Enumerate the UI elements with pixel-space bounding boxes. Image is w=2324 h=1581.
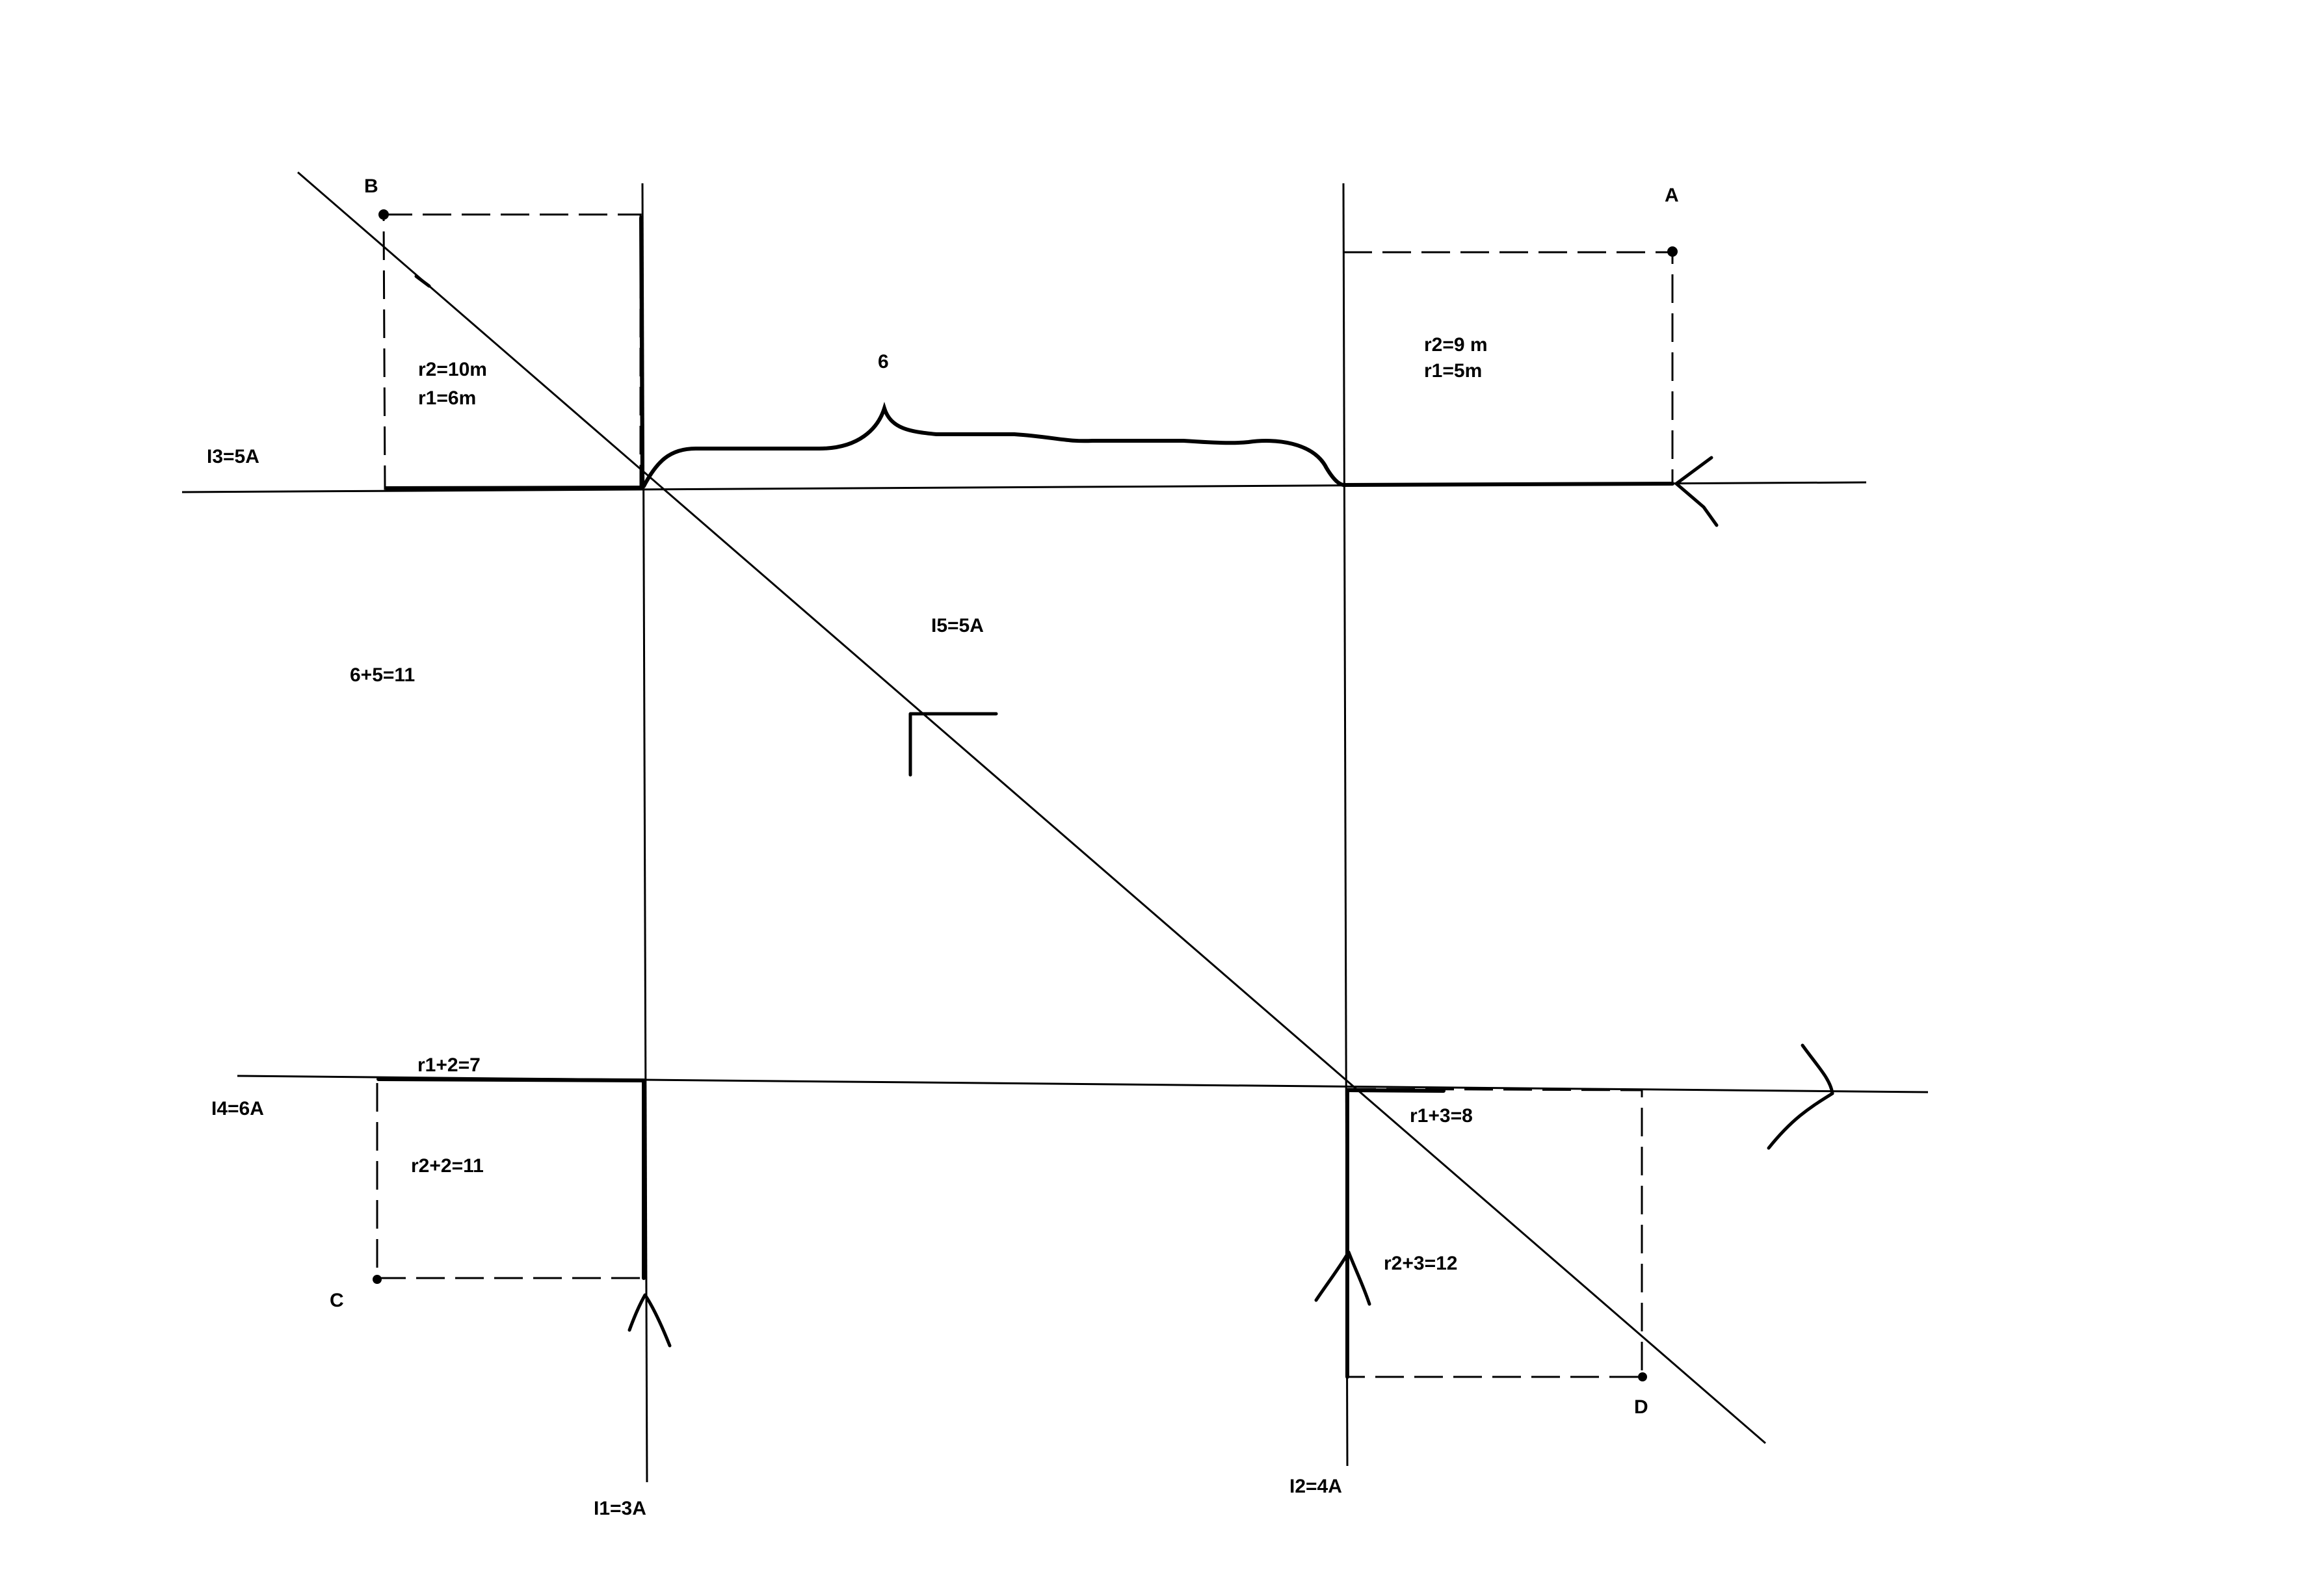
label-i3: I3=5A — [207, 446, 259, 467]
label-d-r2: r2+3=12 — [1384, 1253, 1457, 1274]
distance-brace — [642, 401, 1345, 488]
label-c-r1: r1+2=7 — [417, 1054, 481, 1076]
label-point-d: D — [1634, 1396, 1648, 1418]
label-i4: I4=6A — [211, 1098, 264, 1119]
point-d-radius-bold-h — [1345, 1088, 1446, 1093]
arrow-i1 — [627, 1293, 672, 1348]
label-distance-6: 6 — [878, 351, 889, 372]
arrow-i2 — [1314, 1250, 1371, 1306]
label-b-r2: r2=10m — [418, 359, 487, 380]
point-c-box — [376, 1078, 645, 1279]
point-c-radius-bold-h — [376, 1077, 646, 1082]
label-b-r1: r1=6m — [418, 387, 476, 409]
label-sum: 6+5=11 — [350, 664, 415, 686]
label-point-a: A — [1665, 185, 1679, 206]
point-a-dot — [1667, 246, 1678, 257]
label-a-r1: r1=5m — [1424, 360, 1482, 382]
point-a-box — [1343, 251, 1674, 486]
label-d-r1: r1+3=8 — [1410, 1105, 1473, 1127]
label-point-c: C — [330, 1290, 344, 1311]
label-a-r2: r2=9 m — [1424, 334, 1488, 356]
arrow-i4 — [1767, 1043, 1834, 1150]
point-d-box — [1346, 1088, 1643, 1378]
point-b-box — [382, 213, 642, 490]
point-c-dot — [373, 1275, 382, 1284]
arrow-i5 — [908, 712, 998, 777]
label-c-r2: r2+2=11 — [411, 1155, 484, 1177]
arrow-i3 — [1674, 456, 1719, 527]
label-point-b: B — [364, 176, 378, 197]
label-i1: I1=3A — [594, 1498, 646, 1519]
wire-i5-line — [297, 171, 1766, 1444]
label-i5: I5=5A — [931, 615, 984, 636]
point-a-radius-bold-h — [1341, 482, 1674, 487]
point-b-dot — [378, 209, 389, 220]
point-b-radius-bold-v — [639, 216, 644, 490]
point-d-dot — [1638, 1372, 1647, 1381]
point-b-tick — [414, 274, 431, 288]
label-i2: I2=4A — [1289, 1476, 1342, 1497]
